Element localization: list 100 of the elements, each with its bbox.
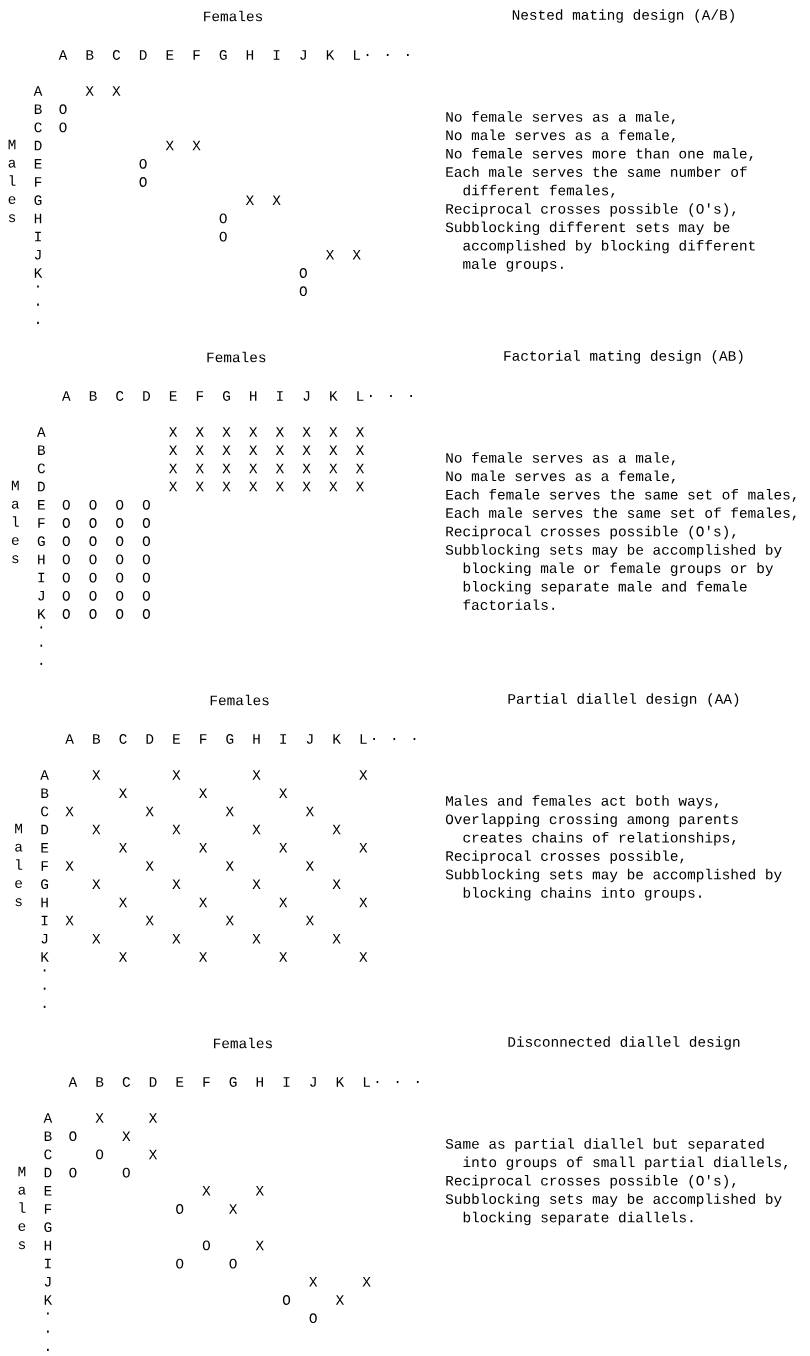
column-letter: E bbox=[166, 50, 174, 60]
grid-mark: O bbox=[176, 1258, 184, 1269]
row-letter: E bbox=[38, 500, 45, 510]
column-letter: A bbox=[65, 734, 74, 744]
grid-mark: O bbox=[299, 268, 307, 278]
grid-mark: X bbox=[202, 1186, 211, 1196]
row-letter: C bbox=[37, 463, 45, 474]
design-title: Partial diallel design (AA) bbox=[508, 693, 739, 707]
row-letter: K bbox=[41, 952, 49, 962]
column-letter: J bbox=[303, 391, 310, 401]
design-title: Factorial mating design (AB) bbox=[504, 350, 743, 364]
grid-mark: O bbox=[62, 590, 70, 601]
column-letter: B bbox=[93, 734, 101, 744]
grid-mark: O bbox=[116, 536, 124, 547]
column-letter: G bbox=[223, 391, 230, 401]
grid-mark: X bbox=[305, 915, 314, 926]
grid-mark: O bbox=[69, 1131, 77, 1142]
grid-mark: X bbox=[355, 445, 365, 455]
description-item: Each female serves the same set of males, bbox=[446, 489, 796, 502]
grid-mark: O bbox=[142, 590, 150, 601]
grid-mark: X bbox=[118, 952, 128, 962]
row-letter: H bbox=[41, 897, 48, 908]
grid-mark: X bbox=[252, 770, 261, 780]
grid-mark: X bbox=[192, 140, 201, 151]
row-letter: I bbox=[45, 1258, 51, 1269]
grid-mark: X bbox=[255, 1240, 264, 1251]
row-letter: B bbox=[38, 445, 46, 455]
grid-mark: X bbox=[148, 1149, 158, 1160]
grid-mark: O bbox=[219, 231, 227, 242]
column-letter: C bbox=[116, 391, 124, 401]
column-letter: C bbox=[119, 734, 127, 744]
column-letter: K bbox=[333, 734, 341, 744]
column-letter: H bbox=[250, 391, 257, 401]
axis-title: Males bbox=[11, 480, 20, 564]
ellipsis: ... bbox=[40, 626, 43, 665]
row-letter: E bbox=[41, 843, 49, 853]
row-letter: G bbox=[37, 536, 45, 547]
description-item: Subblocking sets may be accomplished by blocking separate diallels. bbox=[445, 1193, 782, 1226]
grid-mark: O bbox=[89, 554, 97, 565]
row-letter: B bbox=[34, 104, 42, 114]
row-letter: J bbox=[41, 934, 48, 944]
description-item: No female serves more than one male, bbox=[446, 148, 753, 161]
grid-mark: X bbox=[65, 806, 74, 817]
grid-mark: O bbox=[89, 518, 97, 528]
grid-mark: X bbox=[169, 481, 178, 492]
grid-mark: O bbox=[116, 554, 124, 565]
row-letter: D bbox=[41, 824, 49, 835]
ellipsis: ... bbox=[47, 1312, 49, 1351]
grid-mark: X bbox=[169, 463, 178, 474]
grid-mark: O bbox=[122, 1167, 130, 1178]
grid-mark: X bbox=[222, 481, 231, 492]
grid-mark: X bbox=[335, 1295, 344, 1305]
grid-mark: O bbox=[62, 518, 70, 528]
grid-mark: O bbox=[219, 213, 227, 224]
grid-mark: O bbox=[142, 572, 150, 583]
grid-mark: X bbox=[275, 481, 284, 492]
grid-mark: X bbox=[172, 934, 181, 944]
axis-title: Females bbox=[204, 10, 263, 22]
column-letter: L bbox=[357, 391, 364, 401]
grid-mark: O bbox=[62, 554, 70, 565]
row-letter: J bbox=[34, 250, 41, 260]
grid-mark: O bbox=[202, 1240, 210, 1251]
description-item: Reciprocal crosses possible (O's), bbox=[446, 525, 736, 540]
grid-mark: X bbox=[279, 843, 288, 853]
column-letter: F bbox=[200, 734, 207, 744]
column-letter: E bbox=[169, 391, 177, 401]
row-letter: H bbox=[34, 213, 42, 224]
grid-mark: X bbox=[118, 897, 128, 908]
grid-mark: X bbox=[145, 861, 154, 871]
column-letter: G bbox=[219, 50, 227, 60]
grid-mark: X bbox=[172, 879, 181, 889]
column-letter: L bbox=[354, 50, 361, 60]
column-letter: B bbox=[96, 1077, 104, 1087]
grid-mark: O bbox=[116, 609, 124, 619]
column-letter: I bbox=[280, 734, 287, 744]
description-item: Each male serves the same number of different females, bbox=[446, 166, 747, 198]
grid-mark: O bbox=[229, 1258, 237, 1269]
grid-mark: X bbox=[329, 481, 338, 492]
description-item: Overlapping crossing among parents creates chains of relationships, bbox=[445, 813, 738, 846]
grid-mark: O bbox=[89, 499, 97, 510]
row-letter: F bbox=[44, 1204, 52, 1214]
grid-mark: X bbox=[118, 788, 128, 798]
column-letter: B bbox=[86, 50, 94, 60]
grid-mark: X bbox=[222, 463, 231, 474]
grid-mark: O bbox=[59, 122, 67, 133]
column-letter: J bbox=[306, 734, 313, 744]
grid-mark: O bbox=[62, 572, 70, 583]
grid-mark: X bbox=[255, 1186, 264, 1196]
grid-mark: O bbox=[142, 499, 150, 510]
column-letter: C bbox=[122, 1077, 130, 1087]
grid-mark: X bbox=[359, 770, 368, 780]
row-letter: E bbox=[34, 159, 42, 169]
column-letter: E bbox=[173, 734, 180, 744]
axis-title: Males bbox=[15, 823, 23, 907]
ellipsis: ... bbox=[43, 969, 46, 1008]
grid-mark: X bbox=[329, 427, 338, 437]
grid-mark: X bbox=[272, 195, 281, 205]
grid-mark: O bbox=[89, 590, 97, 601]
grid-mark: X bbox=[118, 843, 128, 853]
row-letter: F bbox=[35, 177, 42, 187]
